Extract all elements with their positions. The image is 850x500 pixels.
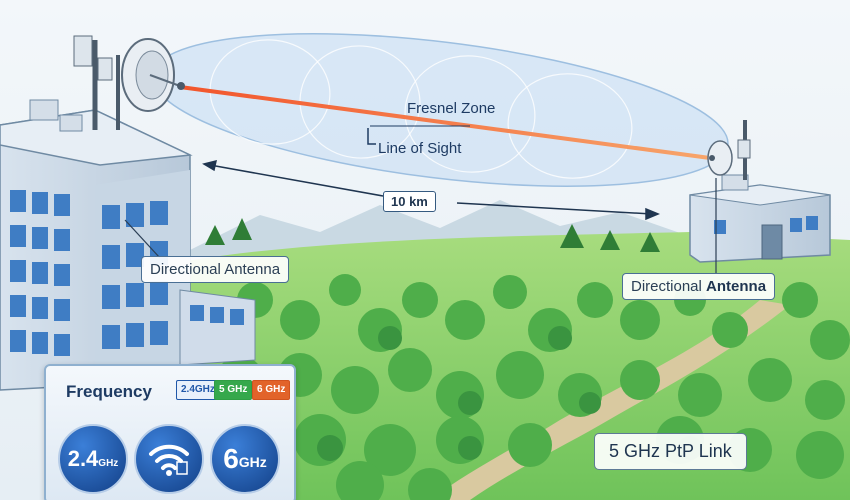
line-of-sight-label: Line of Sight: [378, 140, 462, 157]
band-badge-5ghz: 5 GHz: [214, 380, 253, 400]
circle-2-4ghz: 2.4 GHz: [58, 424, 128, 494]
distance-arrow: [202, 159, 660, 221]
frequency-title: Frequency: [66, 382, 152, 401]
right-antenna-label-strong: Antenna: [706, 278, 767, 295]
wifi-icon: [149, 444, 189, 476]
line-of-sight-bracket: [367, 128, 376, 145]
circle-wifi: [134, 424, 204, 494]
circle-6ghz-unit: GHz: [238, 454, 267, 470]
ptp-link-label: 5 GHz PtP Link: [594, 433, 747, 470]
left-antenna-leader: [124, 219, 161, 259]
circle-6ghz: 6 GHz: [210, 424, 280, 494]
band-badge-6ghz: 6 GHz: [252, 380, 291, 400]
frequency-panel: Frequency 2.4GHz 5 GHz 6 GHz 2.4 GHz 6 G…: [44, 364, 296, 500]
fresnel-zone-rings: [209, 39, 633, 179]
circle-2-4ghz-value: 2.4: [67, 446, 99, 471]
left-antenna-label: Directional Antenna: [141, 256, 290, 283]
right-antenna-label-prefix: Directional: [631, 278, 702, 295]
forest: [193, 218, 850, 500]
right-building: [689, 174, 831, 263]
distance-label: 10 km: [383, 191, 436, 212]
left-dish-antenna-icon: [73, 35, 185, 130]
right-dish-antenna-icon: [707, 120, 751, 180]
left-building: [0, 99, 256, 391]
right-antenna-label: Directional Antenna: [622, 273, 776, 300]
circle-2-4ghz-unit: GHz: [98, 457, 119, 469]
fresnel-zone-label: Fresnel Zone: [407, 100, 496, 117]
circle-6ghz-value: 6: [223, 443, 239, 474]
beam-line: [179, 85, 711, 160]
